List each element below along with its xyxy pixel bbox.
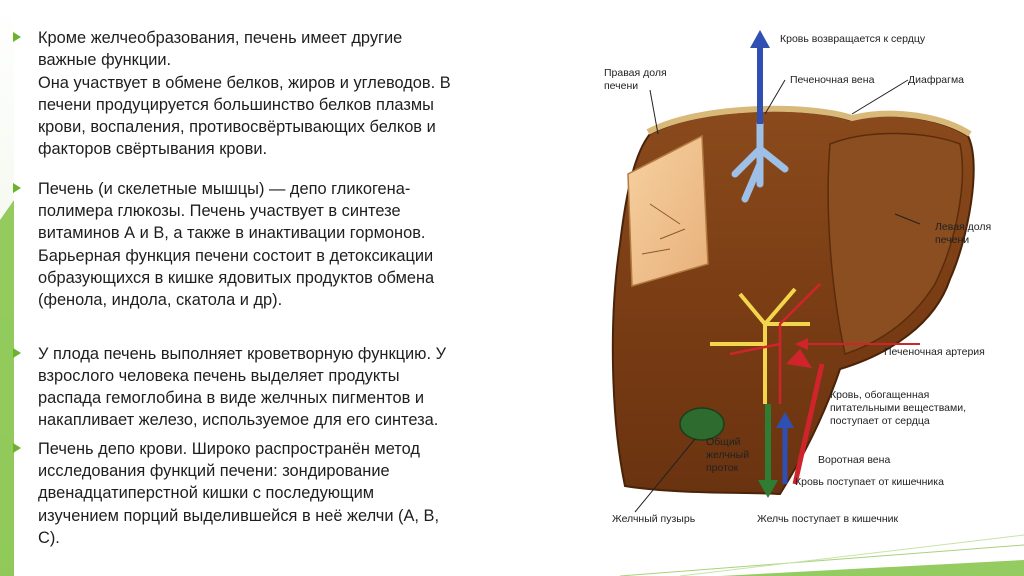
label-line: желчный — [706, 449, 750, 461]
text-content: Кроме желчеобразования, печень имеет дру… — [12, 27, 532, 549]
bullet-marker-icon — [13, 32, 21, 42]
bullet-line: С). — [38, 528, 60, 547]
label-oxygen-blood: Кровь, обогащенная питательными вещества… — [830, 389, 966, 428]
label-left-lobe: Левая доля печени — [935, 221, 991, 247]
bullet-line: взрослого человека печень выделяет проду… — [38, 366, 400, 385]
diaphragm-edge — [646, 105, 972, 137]
bullet-line: У плода печень выполняет кроветворную фу… — [38, 344, 446, 363]
bullet-line: витаминов А и В, а также в инактивации г… — [38, 224, 426, 243]
arrow-down-green-icon — [758, 480, 778, 498]
bullet-2: Печень (и скелетные мышцы) — депо гликог… — [12, 178, 532, 312]
label-blood-from-intestine: Кровь поступает от кишечника — [795, 476, 944, 488]
label-hepatic-artery: Печеночная артерия — [884, 346, 985, 358]
liver-diagram: Кровь возвращается к сердцу Правая доля … — [590, 24, 1010, 544]
arrow-up-red-icon — [786, 349, 812, 368]
bullet-line: Печень (и скелетные мышцы) — депо гликог… — [38, 179, 411, 198]
label-right-lobe: Правая доля печени — [604, 67, 667, 93]
bullet-line: важные функции. — [38, 51, 172, 70]
bullet-line: Печень депо крови. Широко распространён … — [38, 439, 420, 458]
bullet-line: распада гемоглобина в виде желчных пигме… — [38, 389, 425, 408]
bile-duct-branches — [710, 287, 810, 404]
label-line: Общий — [706, 436, 741, 448]
arrow-up-icon — [750, 30, 770, 48]
bullet-line: полимера глюкозы. Печень участвует в син… — [38, 202, 401, 221]
arrow-left-icon — [795, 338, 808, 350]
bullet-line: факторов свёртывания крови. — [38, 140, 268, 159]
bullet-line: образующихся в кишке ядовитых продуктов … — [38, 268, 435, 287]
bullet-line: Она участвует в обмене белков, жиров и у… — [38, 73, 451, 92]
bullet-marker-icon — [13, 347, 21, 358]
label-line: Левая доля — [935, 221, 992, 233]
liver-illustration — [611, 30, 975, 513]
bullet-4: Печень депо крови. Широко распространён … — [12, 438, 532, 549]
label-line: печени — [604, 80, 639, 92]
label-bile-to-intestine: Желчь поступает в кишечник — [757, 513, 899, 525]
bullet-line: Барьерная функция печени состоит в деток… — [38, 246, 434, 265]
label-portal-vein: Воротная вена — [818, 454, 891, 466]
bullet-3: У плода печень выполняет кроветворную фу… — [12, 343, 532, 432]
bullet-line: накапливает железо, используемое для его… — [38, 411, 439, 430]
bullet-marker-icon — [13, 182, 21, 193]
left-lobe — [827, 132, 964, 355]
hepatic-vein-branches — [731, 120, 789, 203]
label-diaphragm: Диафрагма — [908, 74, 965, 86]
label-line: проток — [706, 462, 739, 474]
bullet-1: Кроме желчеобразования, печень имеет дру… — [12, 27, 532, 161]
bullet-line: двенадцатиперстной кишки с последующим — [38, 484, 374, 503]
gallbladder — [679, 407, 725, 441]
bullet-line: Кроме желчеобразования, печень имеет дру… — [38, 29, 403, 47]
label-line: питательными веществами, — [830, 402, 966, 414]
bullet-line: печени продуцируется большинство белков … — [38, 95, 434, 114]
label-line: Кровь, обогащенная — [830, 389, 930, 401]
right-lobe-section — [627, 134, 709, 287]
label-line: Правая доля — [604, 67, 667, 79]
bullet-line: исследования функций печени: зондировани… — [38, 462, 390, 481]
label-line: поступает от сердца — [830, 415, 930, 427]
label-common-bile-duct: Общий желчный проток — [706, 436, 749, 475]
hepatic-artery-branches — [729, 283, 821, 404]
label-blood-to-heart: Кровь возвращается к сердцу — [780, 33, 926, 45]
bullet-line: крови, воспаления, противосвёртывающих б… — [38, 118, 436, 137]
bullet-line: (фенола, индола, скатола и др). — [38, 291, 283, 310]
label-hepatic-vein: Печеночная вена — [790, 74, 875, 86]
label-line: печени — [935, 234, 970, 246]
bullet-line: изучением порций выделившейся в неё желч… — [38, 506, 440, 525]
arrow-up-blue-icon — [776, 412, 794, 428]
bullet-marker-icon — [13, 442, 21, 453]
label-gallbladder: Желчный пузырь — [612, 513, 696, 525]
